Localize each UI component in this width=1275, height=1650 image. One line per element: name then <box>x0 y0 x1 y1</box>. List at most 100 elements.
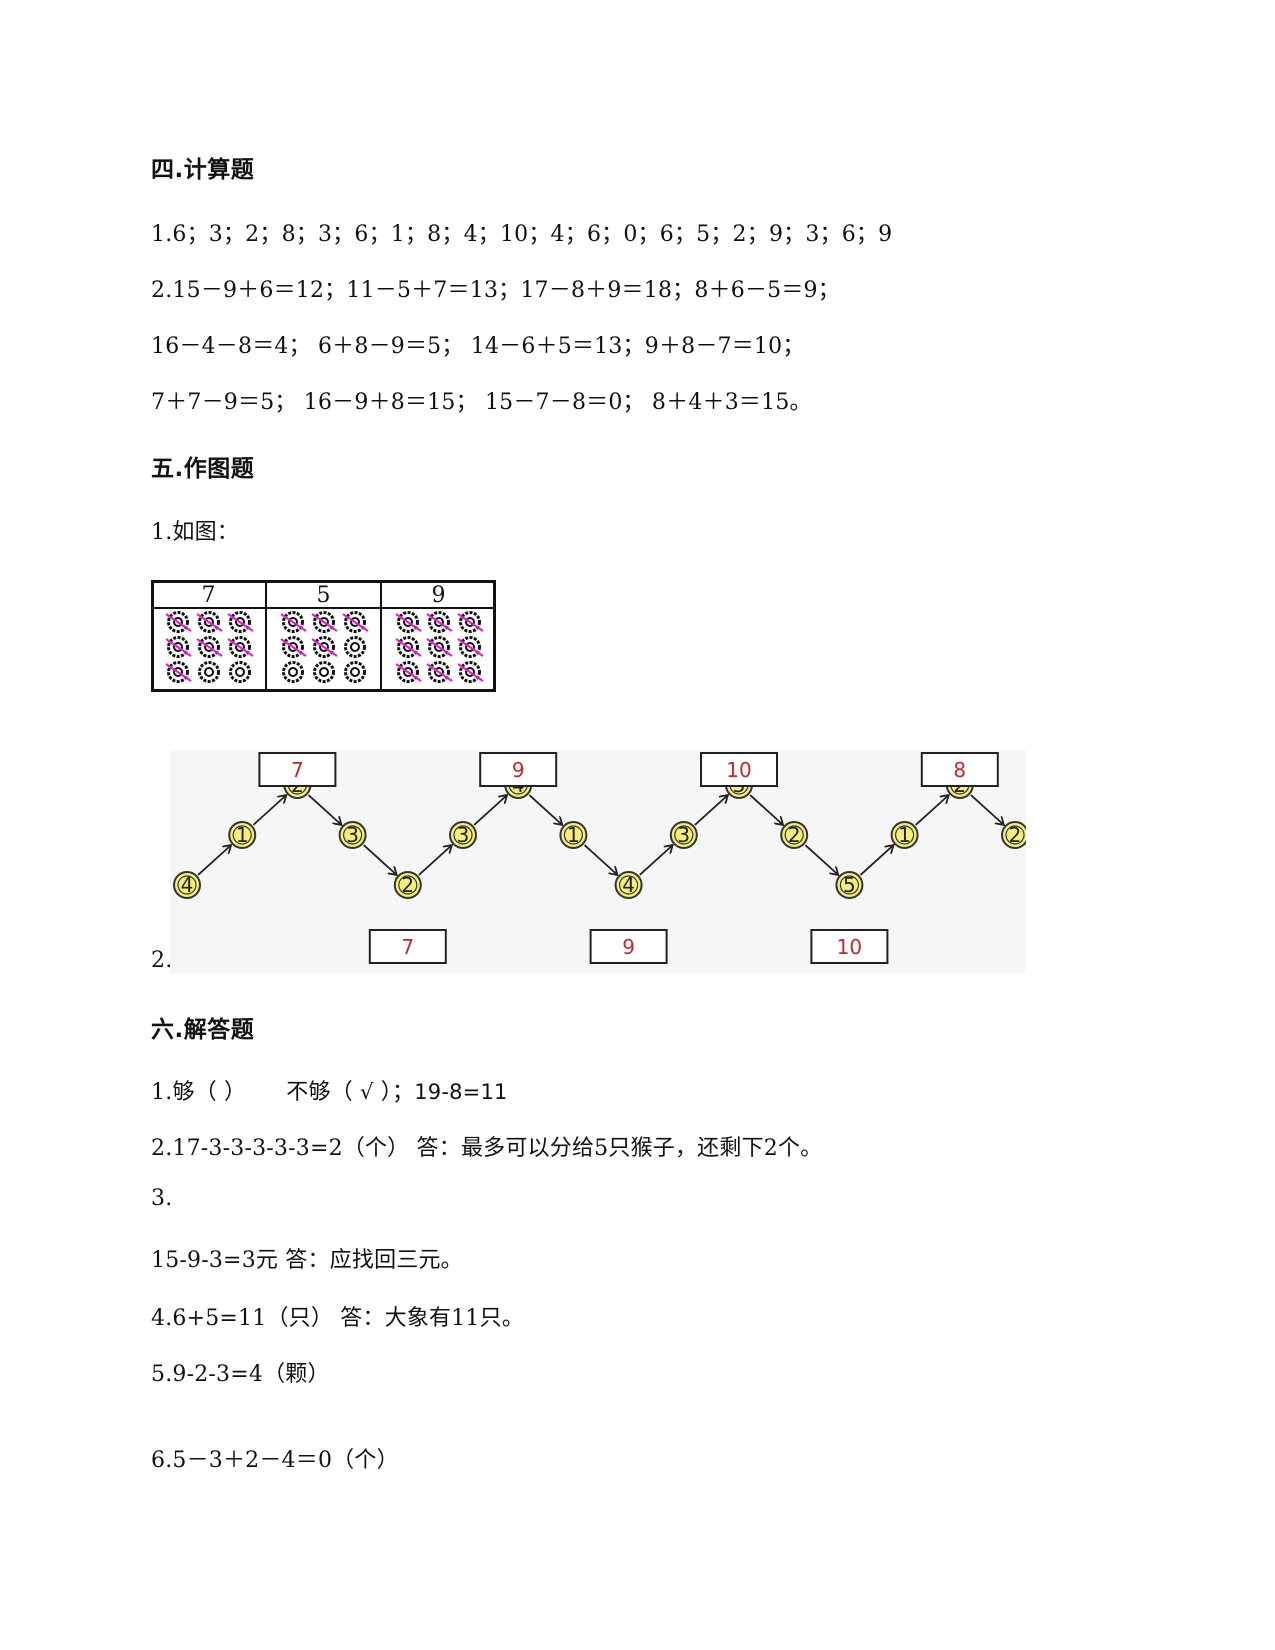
coin-number: 5 <box>843 873 856 897</box>
path-arrow-icon <box>528 794 561 824</box>
cross-out-mark <box>457 638 484 657</box>
counter-icon <box>313 661 335 683</box>
cross-out-mark <box>196 613 223 632</box>
coin-icon: 1 <box>890 821 919 849</box>
path-arrow-icon <box>583 844 617 874</box>
coin-number: 2 <box>788 823 801 847</box>
coin-icon: 2 <box>393 871 422 899</box>
cross-out-mark <box>395 663 422 682</box>
cross-out-mark <box>457 613 484 632</box>
answer-4-2-line-1: 2.15－9＋6＝12；11－5＋7＝13；17－8＋9＝18；8＋6－5＝9； <box>151 278 840 303</box>
coin-number: 4 <box>622 873 635 897</box>
answer-6-1-expression: 19-8=11 <box>414 1080 508 1104</box>
cross-out-mark <box>311 638 338 657</box>
counter-icon <box>313 611 335 633</box>
top-answer-box <box>920 752 999 787</box>
coin-icon: 1 <box>559 821 588 849</box>
coin-number: 1 <box>236 823 249 847</box>
answer-6-4: 4.6+5=11（只） 答：大象有11只。 <box>151 1306 525 1331</box>
path-arrow-icon <box>859 846 893 876</box>
path-arrow-icon <box>418 846 451 876</box>
answer-6-5: 5.9-2-3=4（颗） <box>151 1362 330 1387</box>
answer-6-3: 15-9-3=3元 答：应找回三元。 <box>151 1248 463 1273</box>
counter-icon <box>344 636 366 658</box>
bottom-answer-number: 9 <box>622 935 635 959</box>
answer-6-1-not-enough: 不够（ <box>286 1080 353 1105</box>
cross-out-mark <box>165 638 192 657</box>
section-6-title: 六.解答题 <box>151 1017 255 1043</box>
cross-out-mark <box>395 613 422 632</box>
path-arrow-icon <box>197 846 230 876</box>
coin-number: 1 <box>898 823 911 847</box>
counter-icon <box>229 661 251 683</box>
top-answer-number: 9 <box>512 758 525 782</box>
coin-number: 1 <box>567 823 580 847</box>
cross-out-mark <box>395 638 422 657</box>
counter-icon <box>282 661 304 683</box>
coin-icon: 3 <box>669 821 698 849</box>
coin-icon: 5 <box>835 871 864 899</box>
coin-icon: 1 <box>228 821 257 849</box>
path-arrow-icon <box>915 796 948 826</box>
cross-out-mark <box>426 638 453 657</box>
coin-number: 2 <box>401 873 414 897</box>
bottom-answer-box <box>810 929 889 964</box>
answer-4-2-line-3: 7＋7－9＝5； 16－9＋8＝15； 15－7－8＝0； 8＋4＋3＝15。 <box>151 390 812 415</box>
top-answer-box <box>700 752 778 787</box>
coin-number: 3 <box>346 823 359 847</box>
answer-6-2: 2.17-3-3-3-3-3=2（个） 答：最多可以分给5只猴子，还剩下2个。 <box>151 1136 823 1161</box>
bottom-answer-box <box>589 929 668 964</box>
counter-icon <box>198 661 220 683</box>
counter-icon <box>428 611 450 633</box>
section-4-title: 四.计算题 <box>151 157 255 183</box>
cross-out-mark <box>280 638 307 657</box>
path-arrow-icon <box>473 796 506 826</box>
grid-header-5: 5 <box>317 583 331 608</box>
answer-6-6: 6.5－3＋2－4＝0（个） <box>151 1448 399 1473</box>
cross-out-mark <box>426 613 453 632</box>
answer-4-2-line-2: 16－4－8＝4； 6＋8－9＝5； 14－6＋5＝13；9＋8－7＝10； <box>151 334 805 359</box>
section-5-title: 五.作图题 <box>151 456 255 482</box>
cross-out-mark <box>457 663 484 682</box>
counter-icon <box>397 661 419 683</box>
cross-out-mark <box>280 613 307 632</box>
coin-icon: 4 <box>173 871 201 899</box>
path-arrow-icon <box>970 794 1003 824</box>
top-answer-box <box>479 752 558 787</box>
path-arrow-icon <box>307 794 341 824</box>
cross-out-mark <box>165 613 192 632</box>
cross-out-mark <box>227 613 254 632</box>
path-arrow-icon <box>363 844 396 874</box>
coin-icon: 2 <box>780 821 809 849</box>
answer-6-1-enough: 1.够（ ） <box>151 1080 247 1105</box>
coin-number: 3 <box>457 823 470 847</box>
cross-out-mark <box>426 663 453 682</box>
path-arrow-icon <box>694 796 727 826</box>
cross-out-mark <box>342 613 369 632</box>
coin-number: 3 <box>677 823 690 847</box>
cross-out-mark <box>165 663 192 682</box>
bottom-answer-number: 10 <box>837 935 862 959</box>
path-arrow-icon <box>639 846 672 876</box>
top-answer-number: 10 <box>726 758 751 782</box>
grid-header-9: 9 <box>432 583 446 608</box>
top-answer-box <box>258 752 337 787</box>
answer-6-1-close: ）； <box>380 1080 415 1105</box>
cross-out-mark <box>311 613 338 632</box>
answer-6-1: 1.够（ ） 不够（ √ ）；19-8=11 <box>151 1074 508 1106</box>
coin-number: 2 <box>1009 823 1022 847</box>
answer-5-2-label: 2. <box>151 948 173 973</box>
counter-icon <box>167 611 189 633</box>
check-mark-icon: √ <box>360 1080 374 1104</box>
bottom-answer-number: 7 <box>401 935 414 959</box>
coin-icon: 3 <box>338 821 367 849</box>
top-answer-number: 8 <box>953 758 966 782</box>
bottom-answer-box <box>368 929 447 964</box>
top-answer-number: 7 <box>291 758 304 782</box>
answer-4-1: 1.6；3；2；8；3；6；1；8；4；10；4；6；0；6；5；2；9；3；6… <box>151 222 893 247</box>
answer-6-3-label: 3. <box>151 1186 173 1211</box>
counter-icon <box>344 661 366 683</box>
coin-icon: 4 <box>614 871 643 899</box>
cross-out-mark <box>227 638 254 657</box>
